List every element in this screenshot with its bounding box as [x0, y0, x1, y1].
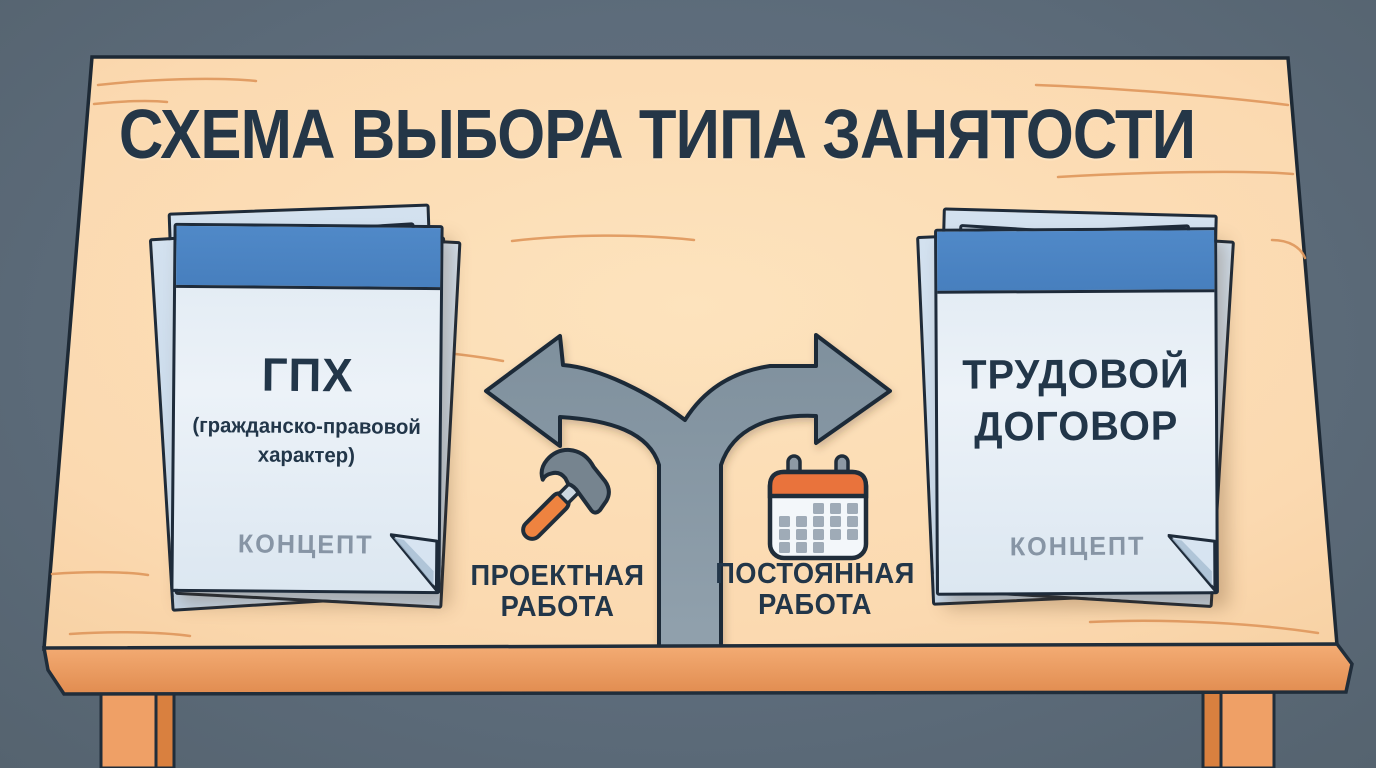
label-line: ПОСТОЯННАЯ	[715, 558, 915, 590]
subtitle-line: характер)	[257, 443, 356, 467]
wood-grain-lines	[50, 77, 1320, 638]
fork-arrow	[484, 333, 892, 651]
label-project-work: ПРОЕКТНАЯ РАБОТА	[456, 560, 658, 624]
document-title: ГПХ	[261, 347, 354, 402]
document-gph: ГПХ (гражданско-правовой характер) КОНЦЕ…	[170, 222, 444, 595]
label-line: РАБОТА	[758, 589, 872, 622]
hammer-icon	[521, 447, 611, 541]
page-title: СХЕМА ВЫБОРА ТИПА ЗАНЯТОСТИ	[118, 95, 1196, 173]
document-title: ТРУДОВОЙ ДОГОВОР	[963, 347, 1191, 452]
document-header-band	[937, 230, 1215, 294]
folded-corner	[1167, 534, 1217, 592]
subtitle-line: (гражданско-правовой	[192, 414, 422, 439]
label-line: ПРОЕКТНАЯ	[470, 560, 645, 592]
calendar-grid	[779, 503, 858, 553]
folded-corner	[389, 533, 439, 592]
watermark-label: КОНЦЕПТ	[1009, 530, 1146, 562]
label-permanent-work: ПОСТОЯННАЯ РАБОТА	[712, 558, 919, 622]
document-stack-contract: ТРУДОВОЙ ДОГОВОР КОНЦЕПТ	[900, 202, 1250, 620]
calendar-icon	[767, 454, 869, 561]
title-line: ДОГОВОР	[974, 402, 1179, 450]
document-subtitle: (гражданско-правовой характер)	[192, 412, 421, 471]
document-header-band	[176, 225, 441, 291]
document-stack-gph: ГПХ (гражданско-правовой характер) КОНЦЕ…	[140, 200, 475, 620]
watermark-label: КОНЦЕПТ	[237, 528, 374, 560]
label-line: РАБОТА	[500, 591, 615, 624]
document-contract: ТРУДОВОЙ ДОГОВОР КОНЦЕПТ	[934, 227, 1219, 596]
title-line: ТРУДОВОЙ	[962, 350, 1191, 398]
board-edge	[41, 642, 1354, 696]
